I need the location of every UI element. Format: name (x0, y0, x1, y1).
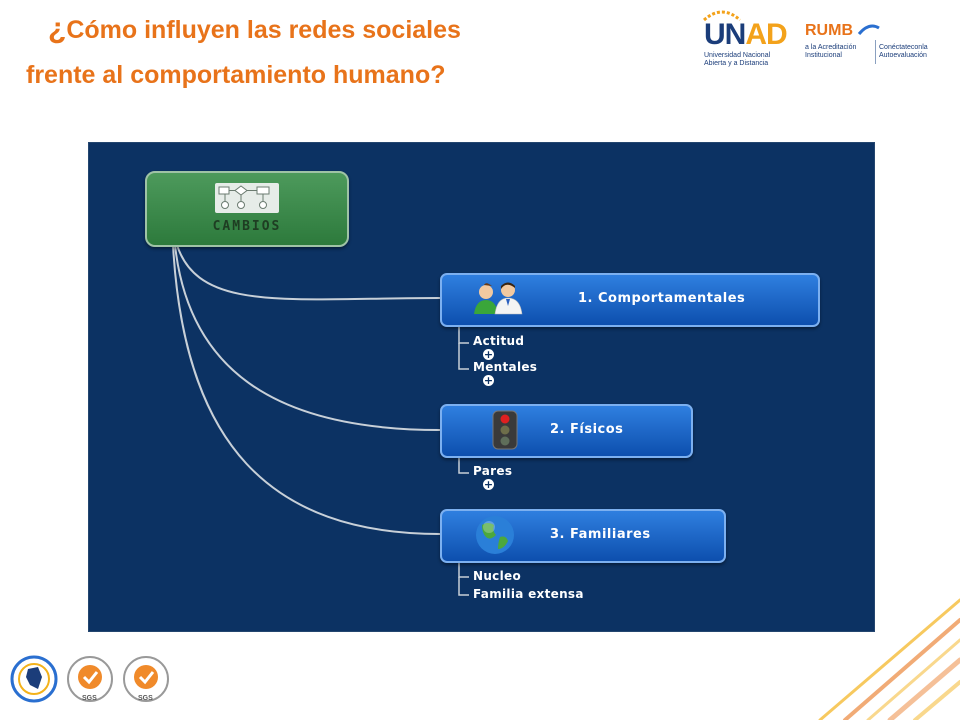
sgs-certification-seal-icon (67, 656, 113, 702)
connector-branch-3 (172, 244, 441, 535)
rumbo-subtitle: a la Acreditación Institucional (805, 44, 856, 60)
footer-seals: SGS SGS (10, 655, 180, 711)
branch-fisicos[interactable]: 2. Físicos (440, 404, 693, 458)
sgs-certification-seal-2-icon (123, 656, 169, 702)
unad-n: N (724, 18, 747, 51)
leaf-connector-familia (458, 577, 469, 596)
unad-subtitle: Universidad Nacional Abierta y a Distanc… (704, 52, 784, 68)
branch-familiares[interactable]: 3. Familiares (440, 509, 726, 563)
root-node[interactable]: CAMBIOS (145, 171, 349, 247)
unad-subtitle-1: Universidad Nacional (704, 52, 771, 59)
leaf-connector-mentales (458, 343, 469, 370)
unad-logo: UNAD Universidad Nacional Abierta y a Di… (700, 8, 788, 70)
root-label: CAMBIOS (212, 219, 282, 234)
rumbo-tagline-2: Autoevaluación (879, 52, 927, 59)
colombia-seal-icon (10, 655, 58, 703)
leaf-mentales[interactable]: Mentales (473, 360, 538, 374)
leaf-nucleo[interactable]: Nucleo (473, 569, 521, 583)
expand-actitud-icon[interactable]: + (483, 348, 494, 361)
connector-branch-2 (174, 244, 441, 431)
unad-ad: AD (745, 18, 787, 51)
rumbo-tagline-1: Conéctateconla (879, 44, 928, 51)
rumbo-logo: RUMB a la Acreditación Institucional Con… (805, 18, 955, 68)
branch-label-comportamentales: 1. Comportamentales (578, 291, 746, 306)
leaf-connector-actitud (458, 325, 469, 344)
rumbo-separator (875, 40, 876, 64)
sgs-label-1: SGS (82, 695, 97, 702)
traffic-light-icon (492, 410, 518, 450)
leaf-connector-pares (458, 456, 469, 474)
leaf-connector-nucleo (458, 561, 469, 578)
slide-title-line-1-text: Cómo influyen las redes sociales (66, 16, 461, 44)
branch-comportamentales[interactable]: 1. Comportamentales (440, 273, 820, 327)
branch-label-fisicos: 2. Físicos (550, 422, 624, 437)
people-icon (474, 282, 523, 315)
mindmap-diagram: CAMBIOS 1. Comportamentales Actitud + Me… (88, 142, 875, 632)
rumbo-swoosh-icon (857, 24, 880, 35)
rumbo-subtitle-1: a la Acreditación (805, 44, 857, 51)
flowchart-icon (215, 183, 279, 213)
mindmap-connectors (172, 244, 469, 596)
rumbo-tagline: Conéctateconla Autoevaluación (879, 44, 928, 60)
branch-label-familiares: 3. Familiares (550, 527, 651, 542)
leaf-familia-extensa[interactable]: Familia extensa (473, 587, 584, 601)
unad-subtitle-2: Abierta y a Distancia (704, 60, 769, 67)
unad-u: U (704, 18, 726, 51)
unad-wordmark: UNAD (704, 18, 788, 52)
slide-title-line-2: frente al comportamiento humano? (26, 61, 446, 89)
slide-title-line-1: ¿Cómo influyen las redes sociales (48, 12, 461, 46)
decorative-corner-stripes (818, 598, 960, 720)
sgs-label-2: SGS (138, 695, 153, 702)
expand-mentales-icon[interactable]: + (483, 374, 494, 387)
inverted-question-mark: ¿ (48, 12, 67, 45)
unad-arc-icon (703, 10, 741, 22)
expand-pares-icon[interactable]: + (483, 478, 494, 491)
leaf-pares[interactable]: Pares (473, 464, 513, 478)
rumbo-subtitle-2: Institucional (805, 52, 842, 59)
leaf-actitud[interactable]: Actitud (473, 334, 525, 348)
globe-icon (476, 516, 514, 554)
rumbo-wordmark: RUMB (805, 22, 853, 39)
connector-branch-1 (176, 244, 441, 301)
